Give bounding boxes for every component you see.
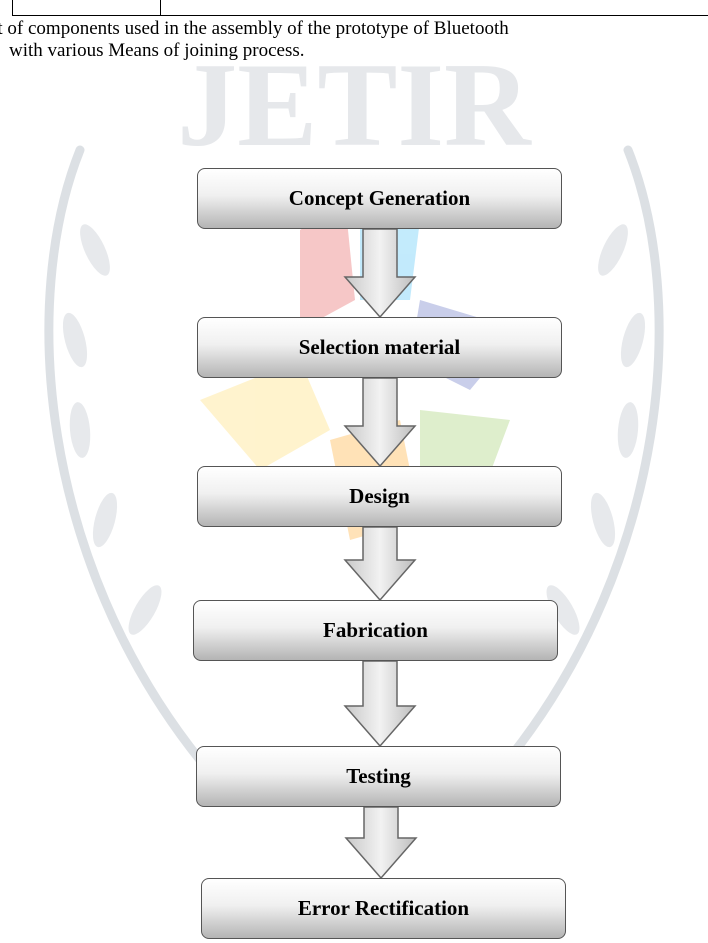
figure-caption-line-1: st of components used in the assembly of… xyxy=(0,18,509,39)
step-label: Fabrication xyxy=(323,618,428,642)
table-bottom-edge xyxy=(0,0,708,18)
table-bottom-border xyxy=(12,15,708,16)
flow-arrow xyxy=(343,526,417,602)
table-column-divider xyxy=(160,0,161,16)
step-label: Design xyxy=(349,484,410,508)
flow-arrow xyxy=(343,377,417,468)
step-fabrication: Fabrication xyxy=(193,600,558,661)
figure-caption-line-2: with various Means of joining process. xyxy=(9,40,305,61)
table-left-border xyxy=(12,0,13,16)
step-error-rectification: Error Rectification xyxy=(201,878,566,939)
step-testing: Testing xyxy=(196,746,561,807)
step-label: Selection material xyxy=(298,335,461,359)
step-design: Design xyxy=(197,466,562,527)
flow-arrow xyxy=(344,806,418,880)
flow-arrow xyxy=(343,660,417,748)
step-label: Error Rectification xyxy=(297,896,470,920)
step-selection-material: Selection material xyxy=(197,317,562,378)
step-concept-generation: Concept Generation xyxy=(197,168,562,229)
step-label: Testing xyxy=(346,764,411,788)
step-label: Concept Generation xyxy=(288,186,471,210)
flow-arrow xyxy=(343,228,417,319)
